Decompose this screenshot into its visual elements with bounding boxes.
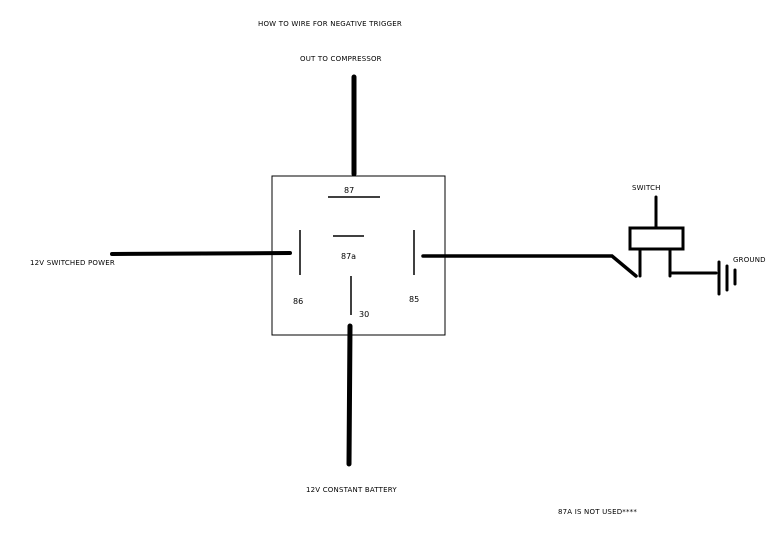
pin-87-label: 87	[344, 186, 354, 195]
note-label: 87A IS NOT USED****	[558, 508, 637, 516]
out-to-compressor-label: OUT TO COMPRESSOR	[300, 55, 382, 63]
pin-87a-label: 87a	[341, 252, 356, 261]
pin-85-label: 85	[409, 295, 419, 304]
switch-body	[628, 226, 685, 251]
switched-power-wire	[110, 251, 292, 256]
switched-power-label: 12V SWITCHED POWER	[30, 259, 115, 267]
ground-icon	[717, 260, 737, 296]
constant-battery-label: 12V CONSTANT BATTERY	[306, 486, 397, 494]
pin-86-label: 86	[293, 297, 303, 306]
ground-label: GROUND	[733, 256, 766, 264]
trigger-wire	[421, 254, 638, 278]
constant-battery-wire	[346, 323, 353, 467]
pin-30-label: 30	[359, 310, 369, 319]
switch-label: SWITCH	[632, 184, 661, 192]
diagram-title: HOW TO WIRE FOR NEGATIVE TRIGGER	[258, 20, 402, 28]
